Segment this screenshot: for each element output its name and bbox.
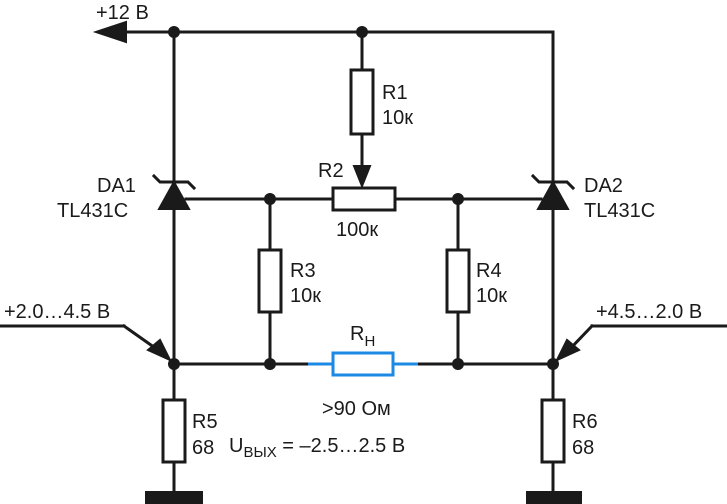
r4-name: R4: [476, 260, 502, 282]
da1-name: DA1: [97, 175, 136, 197]
supply-arrow-icon: [92, 20, 127, 44]
junction-dot: [356, 26, 368, 38]
r2-name: R2: [318, 160, 344, 182]
wires: [0, 30, 727, 498]
output-voltage-prefix: U: [229, 435, 243, 457]
right-voltage-label: +4.5…2.0 В: [596, 301, 702, 323]
junction-dot: [547, 358, 559, 370]
r2-resistor: [331, 186, 397, 212]
da2-regulator-icon: [530, 173, 576, 214]
r3-value: 10к: [290, 285, 321, 307]
r2-value: 100к: [336, 219, 378, 241]
da2-part: TL431C: [584, 200, 655, 222]
r3-name: R3: [290, 260, 316, 282]
r1-resistor: [349, 68, 375, 136]
junction-dot: [452, 358, 464, 370]
r6-value: 68: [572, 437, 594, 459]
load-name-main: R: [350, 323, 364, 345]
da1-regulator-icon: [151, 173, 197, 214]
r2-wiper-arrow-icon: [352, 165, 372, 189]
r5-resistor: [161, 398, 187, 464]
left-voltage-label: +2.0…4.5 В: [4, 301, 110, 323]
r6-resistor: [540, 398, 566, 464]
da2-name: DA2: [584, 175, 623, 197]
load-name: RН: [350, 323, 375, 350]
ground-right-icon: [526, 491, 582, 504]
junction-dot: [264, 193, 276, 205]
r5-value: 68: [192, 437, 214, 459]
load-resistor: [331, 351, 395, 377]
supply-label: +12 В: [96, 2, 149, 24]
output-voltage-sub: ВЫХ: [243, 444, 276, 461]
r4-resistor: [445, 248, 471, 314]
r3-resistor: [257, 248, 283, 314]
output-voltage-value: = –2.5…2.5 В: [277, 435, 405, 457]
da1-part: TL431C: [57, 200, 128, 222]
junction-dot: [452, 193, 464, 205]
output-voltage-label: UВЫХ = –2.5…2.5 В: [229, 435, 405, 461]
r1-value: 10к: [382, 107, 413, 129]
load-value: >90 Ом: [322, 398, 391, 420]
load-name-sub: Н: [364, 333, 375, 350]
r5-name: R5: [192, 411, 218, 433]
junction-dot: [264, 358, 276, 370]
ground-left-icon: [145, 491, 203, 504]
junction-dot: [168, 26, 180, 38]
r1-name: R1: [382, 82, 408, 104]
r6-name: R6: [572, 411, 598, 433]
r4-value: 10к: [476, 285, 507, 307]
junction-dot: [168, 358, 180, 370]
right-probe-arrow-icon: [554, 338, 581, 363]
junctions: [168, 26, 559, 370]
left-probe-arrow-icon: [146, 338, 173, 363]
